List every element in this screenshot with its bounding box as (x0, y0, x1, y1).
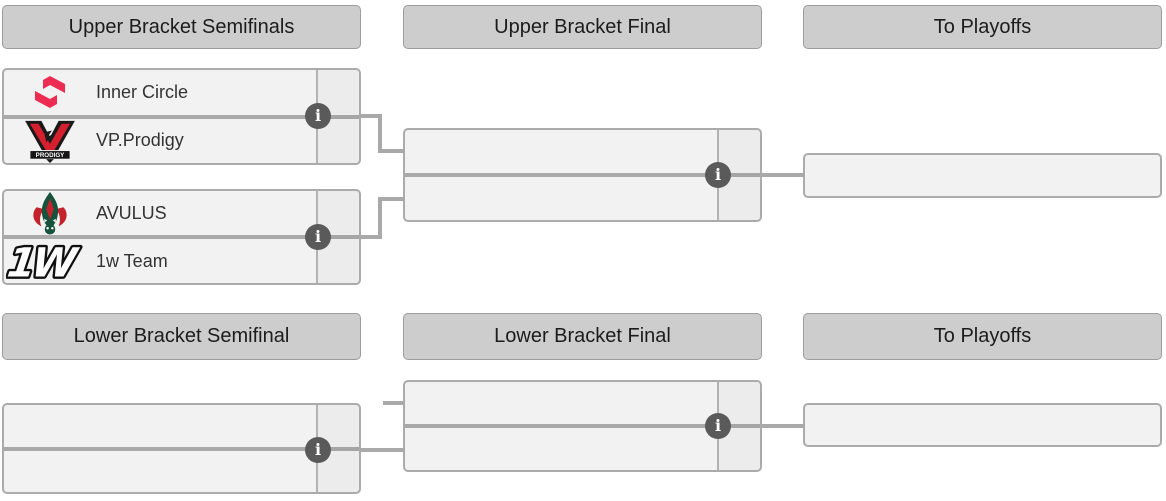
round-header-label: To Playoffs (933, 15, 1032, 38)
team-name[interactable]: VP.Prodigy (96, 130, 184, 151)
team-row[interactable]: 1W 1w Team (4, 237, 359, 287)
connector-line (378, 149, 404, 153)
match-divider (4, 446, 359, 451)
team-slot-empty (4, 405, 359, 447)
match-upper-final (403, 128, 762, 222)
round-header-label: To Playoffs (933, 325, 1032, 347)
info-icon-glyph: i (714, 165, 722, 184)
round-header-to-playoffs-lower: To Playoffs (803, 313, 1162, 360)
round-header-label: Upper Bracket Semifinals (68, 15, 295, 38)
info-icon[interactable]: i (305, 224, 331, 250)
info-icon-glyph: i (314, 227, 322, 246)
round-header-label: Lower Bracket Semifinal (73, 325, 290, 347)
match-divider (405, 424, 760, 428)
team-name[interactable]: AVULUS (96, 202, 167, 223)
playoff-slot-upper (803, 153, 1162, 198)
round-header-to-playoffs-upper: To Playoffs (803, 5, 1162, 49)
info-icon-glyph: i (314, 440, 322, 459)
team-slot-empty (405, 428, 760, 470)
connector-line (378, 114, 382, 153)
match-lower-final (403, 380, 762, 472)
connector-line (360, 448, 403, 452)
match-lower-semifinal (2, 403, 361, 494)
info-icon-glyph: i (314, 106, 322, 125)
connector-line (383, 401, 403, 405)
info-icon[interactable]: i (305, 103, 331, 129)
match-divider (4, 235, 359, 239)
playoff-slot-lower (803, 403, 1162, 447)
info-icon[interactable]: i (305, 437, 331, 463)
round-header-label: Lower Bracket Final (494, 325, 671, 347)
team-name[interactable]: Inner Circle (96, 81, 189, 102)
match-divider (4, 114, 359, 119)
match-upper-semifinal-2: AVULUS 1W 1w Team (2, 189, 361, 287)
avulus-logo[interactable] (4, 190, 96, 236)
round-header-lower-semifinal: Lower Bracket Semifinal (2, 313, 361, 360)
connector-line (360, 235, 382, 239)
connector-line (378, 197, 382, 239)
team-name[interactable]: 1w Team (96, 250, 168, 271)
info-icon[interactable]: i (705, 162, 731, 188)
vp-prodigy-logo[interactable]: PRODIGY (4, 119, 96, 163)
round-header-lower-final: Lower Bracket Final (403, 313, 762, 360)
match-upper-semifinal-1: Inner Circle PRODIGY VP.Prodigy (2, 68, 361, 165)
team-row[interactable]: PRODIGY VP.Prodigy (4, 119, 359, 164)
team-row[interactable]: Inner Circle (4, 70, 359, 115)
inner-circle-logo[interactable] (4, 74, 96, 110)
team-slot-empty (405, 177, 760, 220)
info-icon[interactable]: i (705, 413, 731, 439)
team-slot-empty (4, 451, 359, 493)
match-divider (405, 173, 760, 177)
team-row[interactable]: AVULUS (4, 191, 359, 235)
info-icon-glyph: i (714, 416, 722, 435)
connector-line (378, 197, 404, 201)
connector-line (762, 173, 803, 177)
connector-line (762, 424, 803, 428)
round-header-upper-final: Upper Bracket Final (403, 5, 762, 49)
round-header-label: Upper Bracket Final (494, 15, 671, 38)
round-header-upper-semifinals: Upper Bracket Semifinals (2, 5, 361, 49)
1w-logo-text: 1W (6, 239, 82, 286)
1w-team-logo[interactable]: 1W (4, 235, 96, 287)
vp-prodigy-logo-text: PRODIGY (36, 152, 65, 159)
connector-line (360, 114, 382, 118)
